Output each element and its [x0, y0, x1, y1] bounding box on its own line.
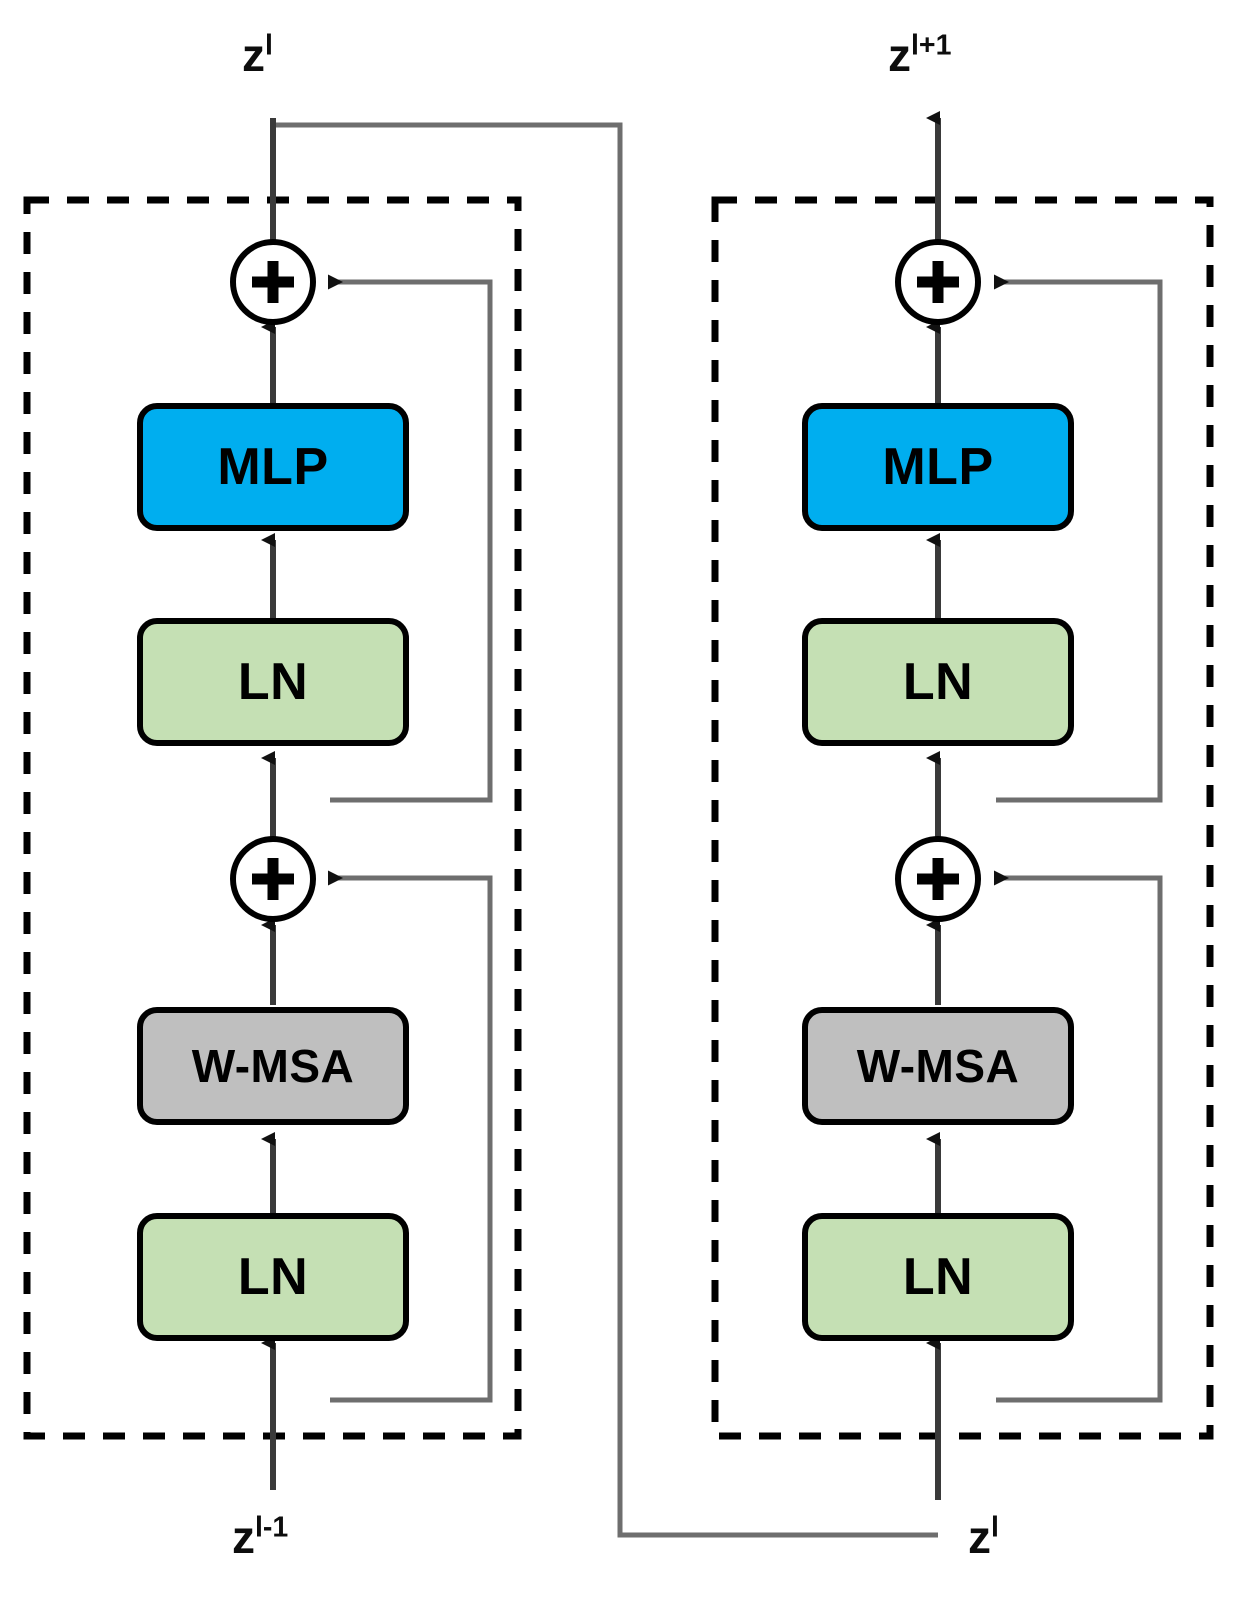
- right-wmsa-label: W-MSA: [856, 1040, 1020, 1092]
- left-ln-upper-label: LN: [237, 653, 309, 711]
- left-mlp-block[interactable]: MLP: [137, 403, 409, 531]
- right-ln-lower-label: LN: [902, 1248, 974, 1306]
- label-output-right-sup: l+1: [911, 29, 952, 62]
- label-input-right: zl: [968, 1510, 999, 1564]
- label-output-right-base: z: [888, 29, 911, 81]
- left-residual-add-upper[interactable]: [230, 239, 316, 325]
- right-block-dashed-boundary: [711, 196, 1214, 1440]
- label-output-right: zl+1: [888, 28, 951, 82]
- right-mlp-label: MLP: [882, 438, 994, 496]
- label-input-left-sup: l-1: [255, 1511, 289, 1544]
- label-input-left: zl-1: [232, 1510, 288, 1564]
- right-block-residual-lower: [994, 870, 1163, 1403]
- label-input-right-base: z: [968, 1511, 991, 1563]
- right-mlp-block[interactable]: MLP: [802, 403, 1074, 531]
- right-wmsa-block[interactable]: W-MSA: [802, 1007, 1074, 1125]
- right-residual-add-upper[interactable]: [895, 239, 981, 325]
- label-output-left-base: z: [242, 29, 265, 81]
- right-ln-lower-block[interactable]: LN: [802, 1213, 1074, 1341]
- left-wmsa-label: W-MSA: [191, 1040, 355, 1092]
- left-wmsa-block[interactable]: W-MSA: [137, 1007, 409, 1125]
- left-block-residual-upper: [328, 274, 493, 803]
- inter-block-connection: [276, 122, 938, 1538]
- left-mlp-label: MLP: [217, 438, 329, 496]
- left-block-residual-lower: [328, 870, 493, 1403]
- left-residual-add-lower[interactable]: [230, 836, 316, 922]
- left-ln-lower-label: LN: [237, 1248, 309, 1306]
- label-output-left: zl: [242, 28, 273, 82]
- label-input-right-sup: l: [991, 1511, 999, 1544]
- right-block-residual-upper: [994, 274, 1163, 803]
- right-residual-add-lower[interactable]: [895, 836, 981, 922]
- right-ln-upper-label: LN: [902, 653, 974, 711]
- left-ln-upper-block[interactable]: LN: [137, 618, 409, 746]
- right-ln-upper-block[interactable]: LN: [802, 618, 1074, 746]
- label-output-left-sup: l: [265, 29, 273, 62]
- label-input-left-base: z: [232, 1511, 255, 1563]
- left-ln-lower-block[interactable]: LN: [137, 1213, 409, 1341]
